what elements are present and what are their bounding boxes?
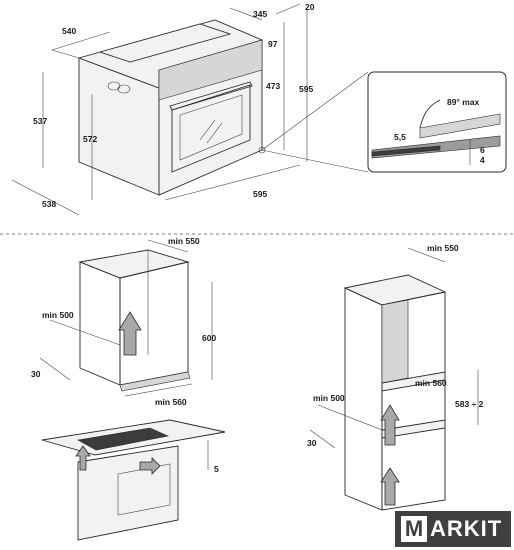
label-20: 20 — [305, 2, 315, 12]
detail-leader-top — [261, 71, 369, 151]
col-dim-line-30 — [309, 429, 336, 449]
detail-cabinet-bottom — [371, 145, 441, 157]
detail-door — [419, 113, 501, 139]
label-97: 97 — [268, 39, 278, 49]
label-537: 537 — [33, 116, 47, 126]
dim-line-595-h — [164, 164, 301, 201]
shelf-lower — [381, 419, 446, 439]
detail-angle: 89° max — [447, 97, 480, 107]
control-panel — [158, 39, 263, 101]
col-dim-line-min-500 — [317, 404, 383, 431]
detail-leader-bottom — [261, 149, 369, 173]
detail-6: 6 — [480, 145, 485, 155]
label-30: 30 — [31, 369, 41, 379]
label-min-550: min 550 — [168, 236, 200, 246]
label-min-500: min 500 — [42, 310, 74, 320]
dim-line-min-550 — [147, 239, 189, 253]
column-top — [343, 274, 447, 306]
oven-dimension-drawing: 540 345 20 97 473 595 537 572 538 595 89… — [11, 2, 507, 216]
column-arrow-lower — [380, 467, 400, 506]
col-label-30: 30 — [307, 438, 317, 448]
dim-line-538 — [11, 179, 80, 216]
dim-line-540 — [51, 31, 111, 51]
column-arrow-upper — [380, 404, 400, 446]
oven-door-window — [171, 84, 251, 173]
glass-reflection-1 — [199, 119, 216, 141]
side-knob-2 — [117, 84, 131, 94]
col-label-min-560: min 560 — [415, 378, 447, 388]
ext-540-a — [51, 49, 80, 59]
detail-5-5: 5,5 — [394, 132, 406, 142]
door-handle — [169, 81, 253, 111]
column-inner-back — [381, 299, 409, 384]
cabinet-top — [78, 249, 190, 279]
dim-line-min-560 — [124, 383, 193, 397]
under-counter-drawing: min 550 min 500 600 30 min 560 5 — [31, 236, 226, 541]
cabinet-left — [79, 261, 121, 386]
glass-reflection-2 — [206, 122, 223, 144]
col-label-min-500: min 500 — [313, 393, 345, 403]
shelf-upper — [381, 371, 446, 392]
dim-line-20 — [275, 3, 301, 15]
label-595-bottom: 595 — [253, 189, 267, 199]
label-345: 345 — [253, 9, 267, 19]
detail-4: 4 — [480, 155, 485, 165]
oven-rear-step — [98, 23, 232, 63]
col-label-583: 583 ÷ 2 — [455, 399, 484, 409]
oven-inner-glass — [179, 94, 243, 161]
label-572: 572 — [83, 134, 97, 144]
dim-line-345 — [229, 7, 263, 21]
col-dim-line-min-550 — [407, 247, 446, 263]
label-5: 5 — [214, 464, 219, 474]
logo-text: ARKIT — [430, 516, 503, 541]
column-left — [344, 287, 383, 511]
hob — [77, 427, 169, 451]
built-in-oven — [77, 445, 179, 541]
col-label-min-550: min 550 — [427, 243, 459, 253]
column-front — [381, 291, 446, 511]
hob-vent-arrow — [75, 445, 91, 471]
cabinet-plinth — [119, 371, 191, 392]
label-473: 473 — [266, 81, 280, 91]
markit-logo: M ARKIT — [395, 511, 511, 547]
label-595-right: 595 — [299, 84, 313, 94]
detail-hinge-arc — [419, 99, 441, 129]
label-538: 538 — [42, 199, 56, 209]
column-drawing: min 550 min 560 583 ÷ 2 min 500 30 — [307, 243, 484, 511]
label-540: 540 — [62, 26, 76, 36]
front-vent-arrow — [139, 457, 161, 475]
detail-marker — [258, 146, 266, 154]
dim-line-30 — [39, 357, 71, 381]
dim-line-min-500 — [49, 319, 121, 346]
label-min-560: min 560 — [155, 397, 187, 407]
logo-letter-m: M — [401, 516, 427, 542]
label-600: 600 — [202, 333, 216, 343]
ventilation-arrow — [118, 311, 142, 356]
